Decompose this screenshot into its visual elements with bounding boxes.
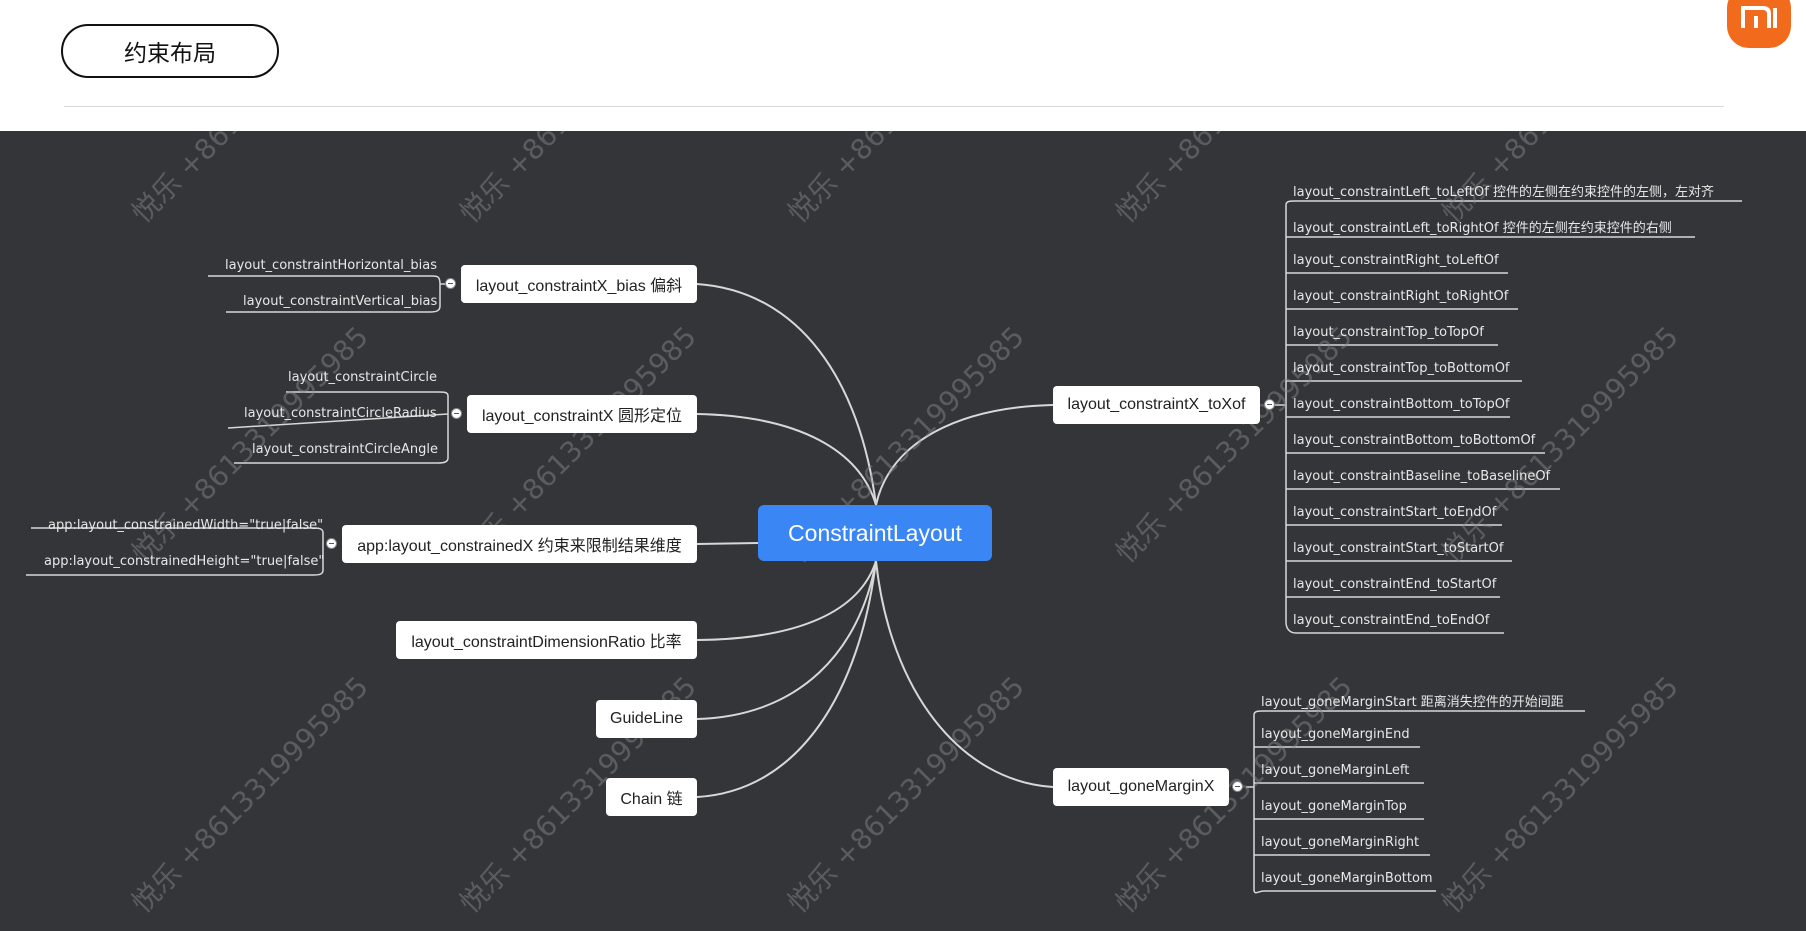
leaf-left-to-left-of: layout_constraintLeft_toLeftOf 控件的左侧在约束控… xyxy=(1293,185,1714,200)
branch-node-circle[interactable]: layout_constraintX 圆形定位 xyxy=(467,395,697,433)
leaf-gone-margin-right: layout_goneMarginRight xyxy=(1261,835,1420,850)
collapse-toggle-icon[interactable] xyxy=(445,278,456,289)
leaf-gone-margin-left: layout_goneMarginLeft xyxy=(1261,763,1410,778)
leaf-start-to-start-of: layout_constraintStart_toStartOf xyxy=(1293,541,1504,556)
leaf-top-to-bottom-of: layout_constraintTop_toBottomOf xyxy=(1293,361,1510,376)
leaf-end-to-end-of: layout_constraintEnd_toEndOf xyxy=(1293,613,1490,628)
collapse-toggle-icon[interactable] xyxy=(326,538,337,549)
collapse-toggle-icon[interactable] xyxy=(1264,399,1275,410)
mindmap-canvas: 悦乐 +8613319995985 悦乐 +8613319995985 悦乐 +… xyxy=(0,131,1806,931)
leaf-gone-margin-end: layout_goneMarginEnd xyxy=(1261,727,1410,742)
page-title: 约束布局 xyxy=(61,24,279,78)
leaf-circle: layout_constraintCircle xyxy=(288,370,438,385)
collapse-toggle-icon[interactable] xyxy=(1232,781,1243,792)
leaf-constrained-width: app:layout_constrainedWidth="true|false" xyxy=(48,518,324,533)
branch-node-guideline[interactable]: GuideLine xyxy=(596,700,697,738)
mi-logo xyxy=(1727,0,1791,48)
branch-node-constrained[interactable]: app:layout_constrainedX 约束来限制结果维度 xyxy=(342,525,697,563)
leaf-bottom-to-top-of: layout_constraintBottom_toTopOf xyxy=(1293,397,1510,412)
branch-node-to-x-of[interactable]: layout_constraintX_toXof xyxy=(1053,386,1260,424)
root-node[interactable]: ConstraintLayout xyxy=(758,505,992,561)
leaf-horizontal-bias: layout_constraintHorizontal_bias xyxy=(225,258,438,273)
leaf-vertical-bias: layout_constraintVertical_bias xyxy=(243,294,438,309)
leaf-gone-margin-bottom: layout_goneMarginBottom xyxy=(1261,871,1433,886)
leaf-bottom-to-bottom-of: layout_constraintBottom_toBottomOf xyxy=(1293,433,1536,448)
branch-node-dimension-ratio[interactable]: layout_constraintDimensionRatio 比率 xyxy=(396,621,697,659)
mi-logo-icon xyxy=(1741,6,1777,28)
leaf-start-to-end-of: layout_constraintStart_toEndOf xyxy=(1293,505,1497,520)
header-divider xyxy=(64,106,1724,107)
leaf-right-to-right-of: layout_constraintRight_toRightOf xyxy=(1293,289,1509,304)
leaf-gone-margin-top: layout_goneMarginTop xyxy=(1261,799,1407,814)
branch-node-gone-margin[interactable]: layout_goneMarginX xyxy=(1053,768,1229,806)
leaf-gone-margin-start: layout_goneMarginStart 距离消失控件的开始间距 xyxy=(1261,695,1564,710)
branch-node-bias[interactable]: layout_constraintX_bias 偏斜 xyxy=(461,265,697,303)
leaf-end-to-start-of: layout_constraintEnd_toStartOf xyxy=(1293,577,1497,592)
leaf-right-to-left-of: layout_constraintRight_toLeftOf xyxy=(1293,253,1499,268)
leaf-circle-radius: layout_constraintCircleRadius xyxy=(244,406,437,421)
leaf-top-to-top-of: layout_constraintTop_toTopOf xyxy=(1293,325,1484,340)
leaf-left-to-right-of: layout_constraintLeft_toRightOf 控件的左侧在约束… xyxy=(1293,221,1672,236)
branch-node-chain[interactable]: Chain 链 xyxy=(606,778,697,816)
leaf-circle-angle: layout_constraintCircleAngle xyxy=(252,442,439,457)
leaf-baseline-to-baseline-of: layout_constraintBaseline_toBaselineOf xyxy=(1293,469,1551,484)
leaf-constrained-height: app:layout_constrainedHeight="true|false… xyxy=(44,554,325,569)
mindmap-links xyxy=(26,200,1742,894)
collapse-toggle-icon[interactable] xyxy=(451,408,462,419)
